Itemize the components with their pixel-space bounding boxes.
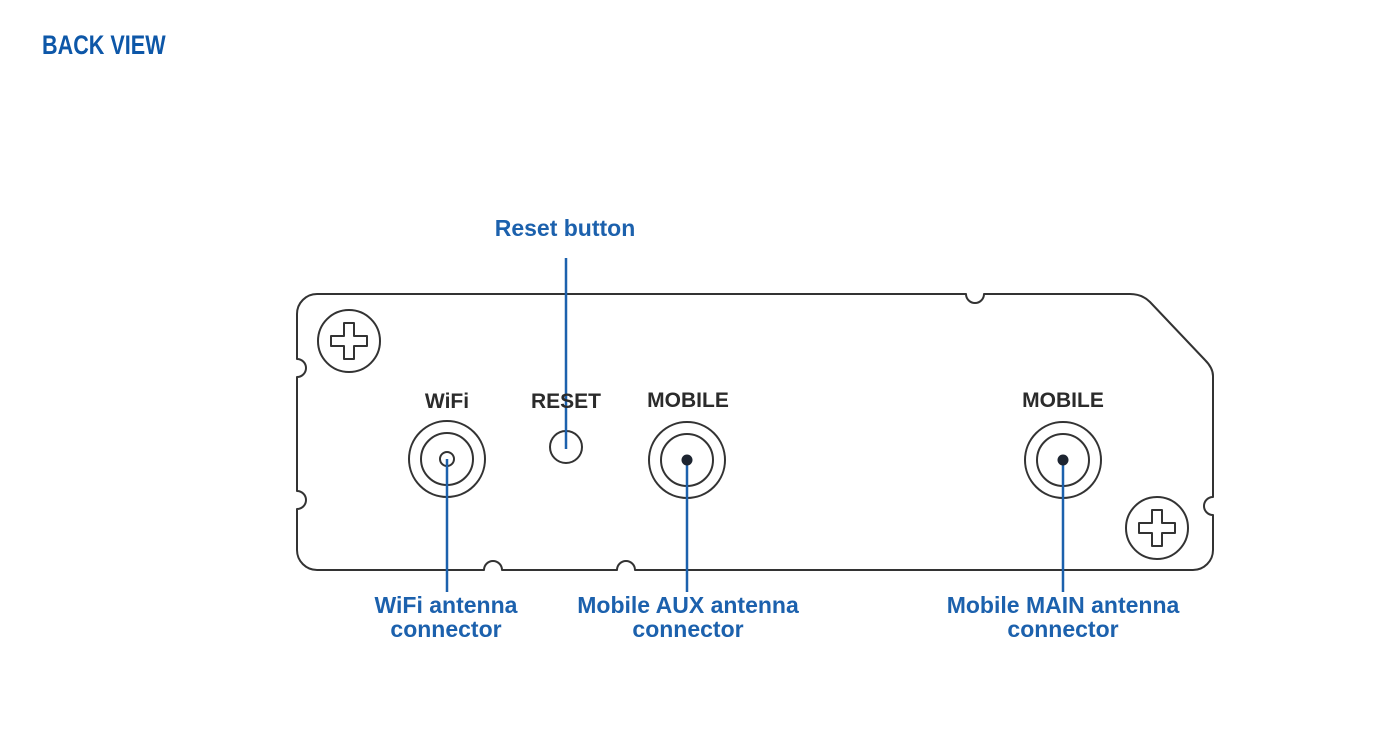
callout-line: connector bbox=[632, 615, 744, 642]
panel-label-mobile-main: MOBILE bbox=[1022, 389, 1104, 412]
callout-line: connector bbox=[1007, 615, 1119, 642]
callout-line: connector bbox=[390, 615, 502, 642]
page-title: BACK VIEW bbox=[42, 30, 166, 60]
panel-label-mobile-aux: MOBILE bbox=[647, 389, 729, 412]
mobile-aux-center-pin bbox=[681, 454, 693, 466]
callout-reset-button: Reset button bbox=[494, 215, 636, 241]
panel-label-wifi: WiFi bbox=[424, 390, 470, 413]
callout-line: WiFi antenna bbox=[374, 592, 518, 618]
callout-line: Mobile MAIN antenna bbox=[946, 592, 1180, 618]
screw-top-left-icon bbox=[317, 309, 381, 373]
callout-wifi-antenna-connector: WiFi antenna connector bbox=[374, 592, 518, 642]
callout-mobile-aux-antenna-connector: Mobile AUX antenna connector bbox=[577, 592, 799, 642]
callout-mobile-main-antenna-connector: Mobile MAIN antenna connector bbox=[946, 592, 1180, 642]
screw-bottom-right-icon bbox=[1125, 496, 1189, 560]
panel-outline bbox=[296, 293, 1214, 571]
callout-line: Mobile AUX antenna bbox=[577, 592, 799, 618]
mobile-main-center-pin bbox=[1057, 454, 1069, 466]
panel-label-reset: RESET bbox=[530, 390, 602, 413]
